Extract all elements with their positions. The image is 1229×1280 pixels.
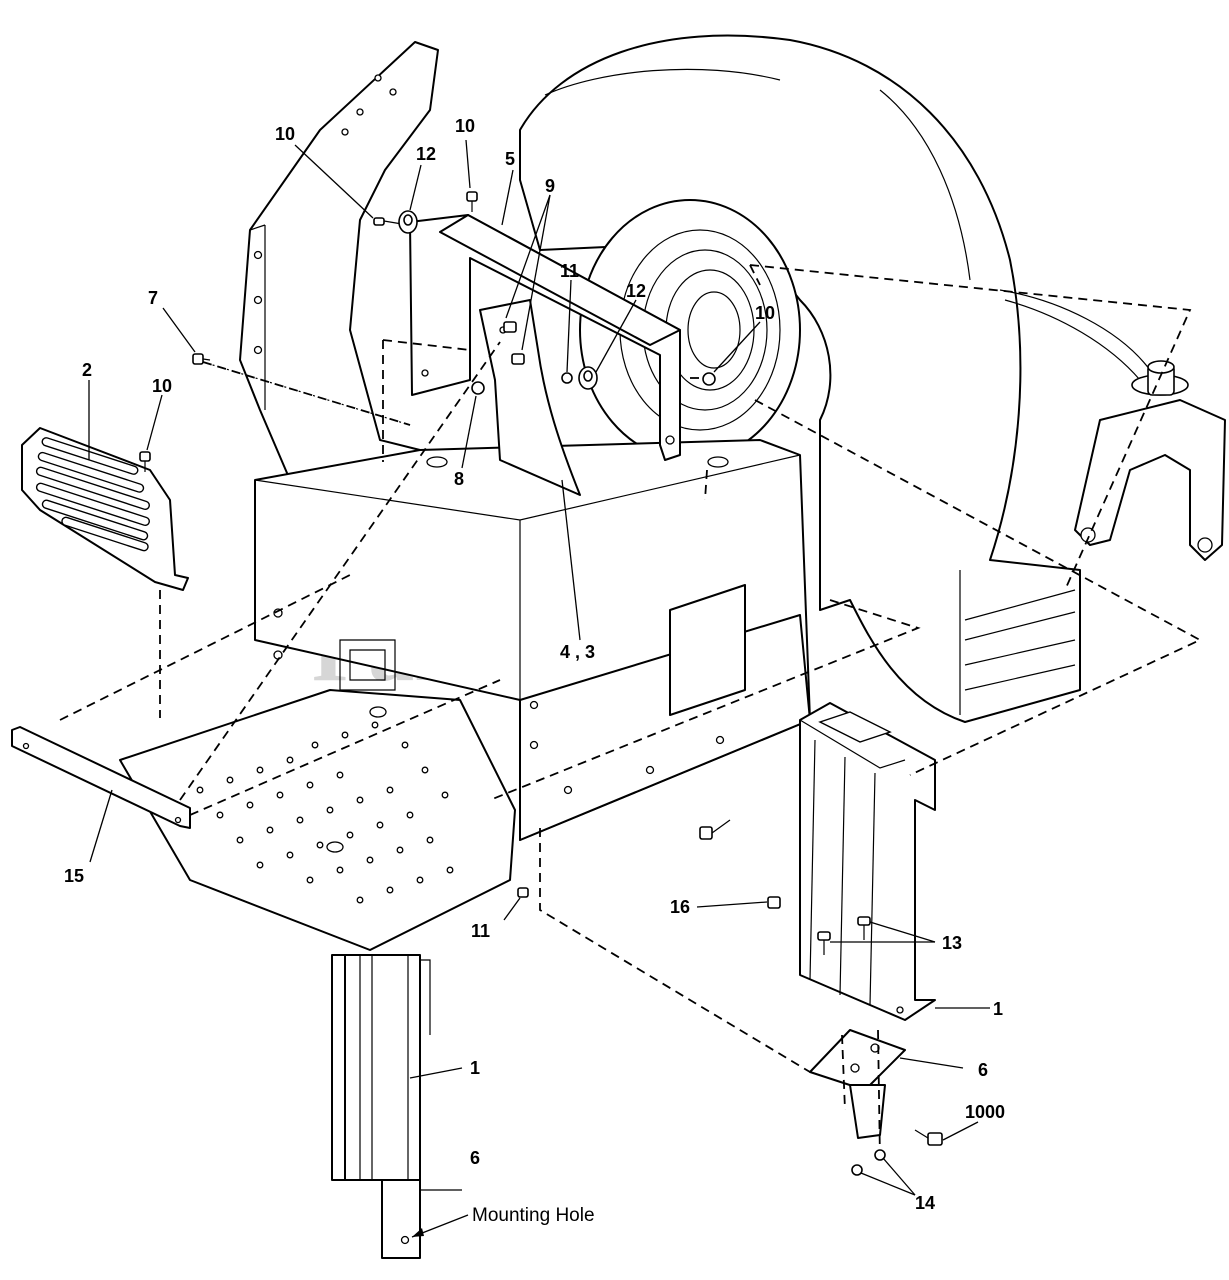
bolt-10-b-icon xyxy=(466,191,478,212)
callout-9: 9 xyxy=(545,176,555,196)
callout-10-a: 10 xyxy=(275,124,295,144)
bolt-7-icon xyxy=(192,353,211,365)
vertical-channel-right xyxy=(799,702,936,1021)
callout-4-3: 4 , 3 xyxy=(560,642,595,662)
callout-6-left: 6 xyxy=(470,1148,480,1168)
callout-12-b: 12 xyxy=(626,281,646,301)
front-strip xyxy=(11,726,191,829)
tread-pattern xyxy=(196,706,454,904)
bolt-10-d-icon xyxy=(139,451,151,472)
fan-guard xyxy=(579,199,801,461)
nut-8-icon xyxy=(471,381,485,395)
callout-15: 15 xyxy=(64,866,84,886)
clamp-12-a-icon xyxy=(398,210,418,234)
callouts: 10 12 10 5 9 11 12 10 7 2 10 8 4 , 3 15 … xyxy=(64,116,1005,1226)
leader-lines xyxy=(88,139,990,1238)
callout-8: 8 xyxy=(454,469,464,489)
hardware xyxy=(139,191,943,1176)
callout-6-right: 6 xyxy=(978,1060,988,1080)
callout-7: 7 xyxy=(148,288,158,308)
nut-11-a-icon xyxy=(561,372,573,384)
callout-11-a: 11 xyxy=(560,261,579,281)
bolt-10-a-icon xyxy=(373,217,403,226)
bolt-1000-icon xyxy=(914,1129,943,1146)
grille-plate xyxy=(21,427,189,591)
nut-9-a-icon xyxy=(503,321,517,333)
bolt-13-a-icon xyxy=(817,931,831,955)
callout-1000: 1000 xyxy=(965,1102,1005,1122)
mounting-bracket xyxy=(409,214,681,496)
nut-11-b-icon xyxy=(517,887,529,898)
callout-10-b: 10 xyxy=(455,116,475,136)
nut-14-b-icon xyxy=(874,1149,886,1161)
callout-10-d: 10 xyxy=(152,376,172,396)
clamp-12-b-icon xyxy=(578,366,598,390)
callout-16: 16 xyxy=(670,897,690,917)
callout-12-a: 12 xyxy=(416,144,436,164)
callout-1-left: 1 xyxy=(470,1058,480,1078)
foot-platform xyxy=(119,689,516,951)
vertical-channel-left xyxy=(331,954,431,1259)
nut-14-a-icon xyxy=(851,1164,863,1176)
callout-2: 2 xyxy=(82,360,92,380)
nut-9-b-icon xyxy=(511,353,525,365)
callout-11-b: 11 xyxy=(471,921,490,941)
callout-14: 14 xyxy=(915,1193,935,1213)
callout-10-c: 10 xyxy=(755,303,775,323)
assembly-lines xyxy=(59,264,1203,1161)
callout-1-right: 1 xyxy=(993,999,1003,1019)
foot-plate-right xyxy=(809,1029,906,1139)
bolt-13-b-icon xyxy=(857,916,871,940)
bolt-16-b-icon xyxy=(767,896,781,909)
callout-13: 13 xyxy=(942,933,962,953)
frame-side-plate xyxy=(239,41,439,481)
note-mounting-hole: Mounting Hole xyxy=(472,1205,595,1226)
callout-5: 5 xyxy=(505,149,515,169)
bolt-10-c-icon xyxy=(702,372,716,386)
bolt-16-a-icon xyxy=(699,819,731,840)
